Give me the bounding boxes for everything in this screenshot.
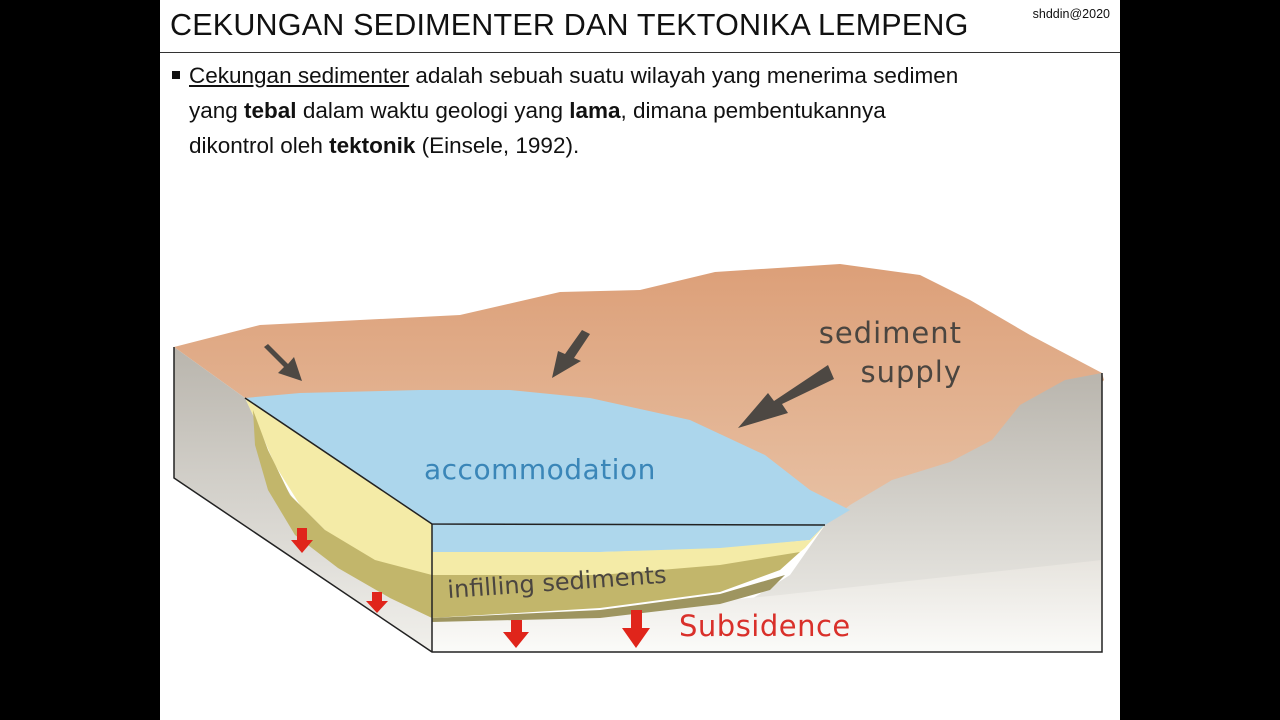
bold-term-tektonik: tektonik bbox=[329, 133, 416, 158]
bullet-text-part: adalah sebuah suatu wilayah yang menerim… bbox=[409, 63, 959, 88]
title-divider bbox=[160, 52, 1120, 53]
subsidence-arrow-3-icon bbox=[503, 620, 529, 648]
term-cekungan-sedimenter: Cekungan sedimenter bbox=[189, 63, 410, 88]
bullet-text-part: (Einsele, 1992). bbox=[415, 133, 580, 158]
water-front-face bbox=[432, 524, 825, 552]
accommodation-water bbox=[245, 390, 850, 525]
bullet-text: Cekungan sedimenter adalah sebuah suatu … bbox=[189, 58, 1110, 163]
bullet-text-part: dalam waktu geologi yang bbox=[296, 98, 570, 123]
bold-term-lama: lama bbox=[569, 98, 621, 123]
bullet-text-part: yang bbox=[189, 98, 245, 123]
slide-title: CEKUNGAN SEDIMENTER DAN TEKTONIKA LEMPEN… bbox=[170, 8, 969, 42]
credit-text: shddin@2020 bbox=[1032, 7, 1110, 21]
sediment-base bbox=[432, 575, 785, 622]
bold-term-tebal: tebal bbox=[244, 98, 297, 123]
bullet-square-icon bbox=[172, 71, 180, 79]
sediment-layer-light bbox=[245, 398, 825, 600]
bullet-text-part: dikontrol oleh bbox=[189, 133, 330, 158]
subsidence-arrow-2-icon bbox=[366, 592, 388, 613]
accommodation-label: accommodation bbox=[424, 453, 656, 486]
slide: CEKUNGAN SEDIMENTER DAN TEKTONIKA LEMPEN… bbox=[160, 0, 1120, 720]
sediment-supply-label-line1: sediment bbox=[819, 316, 962, 350]
front-block-face bbox=[432, 560, 1102, 652]
supply-arrow-left-icon bbox=[260, 344, 302, 381]
subsidence-arrow-4-icon bbox=[622, 610, 650, 648]
bullet-text-part: , dimana pembentukannya bbox=[620, 98, 886, 123]
sediment-supply-label-line2: supply bbox=[860, 355, 962, 389]
subsidence-label: Subsidence bbox=[679, 609, 851, 643]
bullet-item: Cekungan sedimenter adalah sebuah suatu … bbox=[170, 58, 1110, 163]
sedimentary-basin-diagram: sediment supply accommodation infilling … bbox=[173, 264, 1104, 653]
sediment-layer-dark bbox=[253, 410, 800, 618]
supply-arrow-middle-icon bbox=[552, 330, 590, 378]
supply-arrow-right-icon bbox=[738, 365, 834, 428]
subsidence-arrow-1-icon bbox=[291, 528, 313, 553]
